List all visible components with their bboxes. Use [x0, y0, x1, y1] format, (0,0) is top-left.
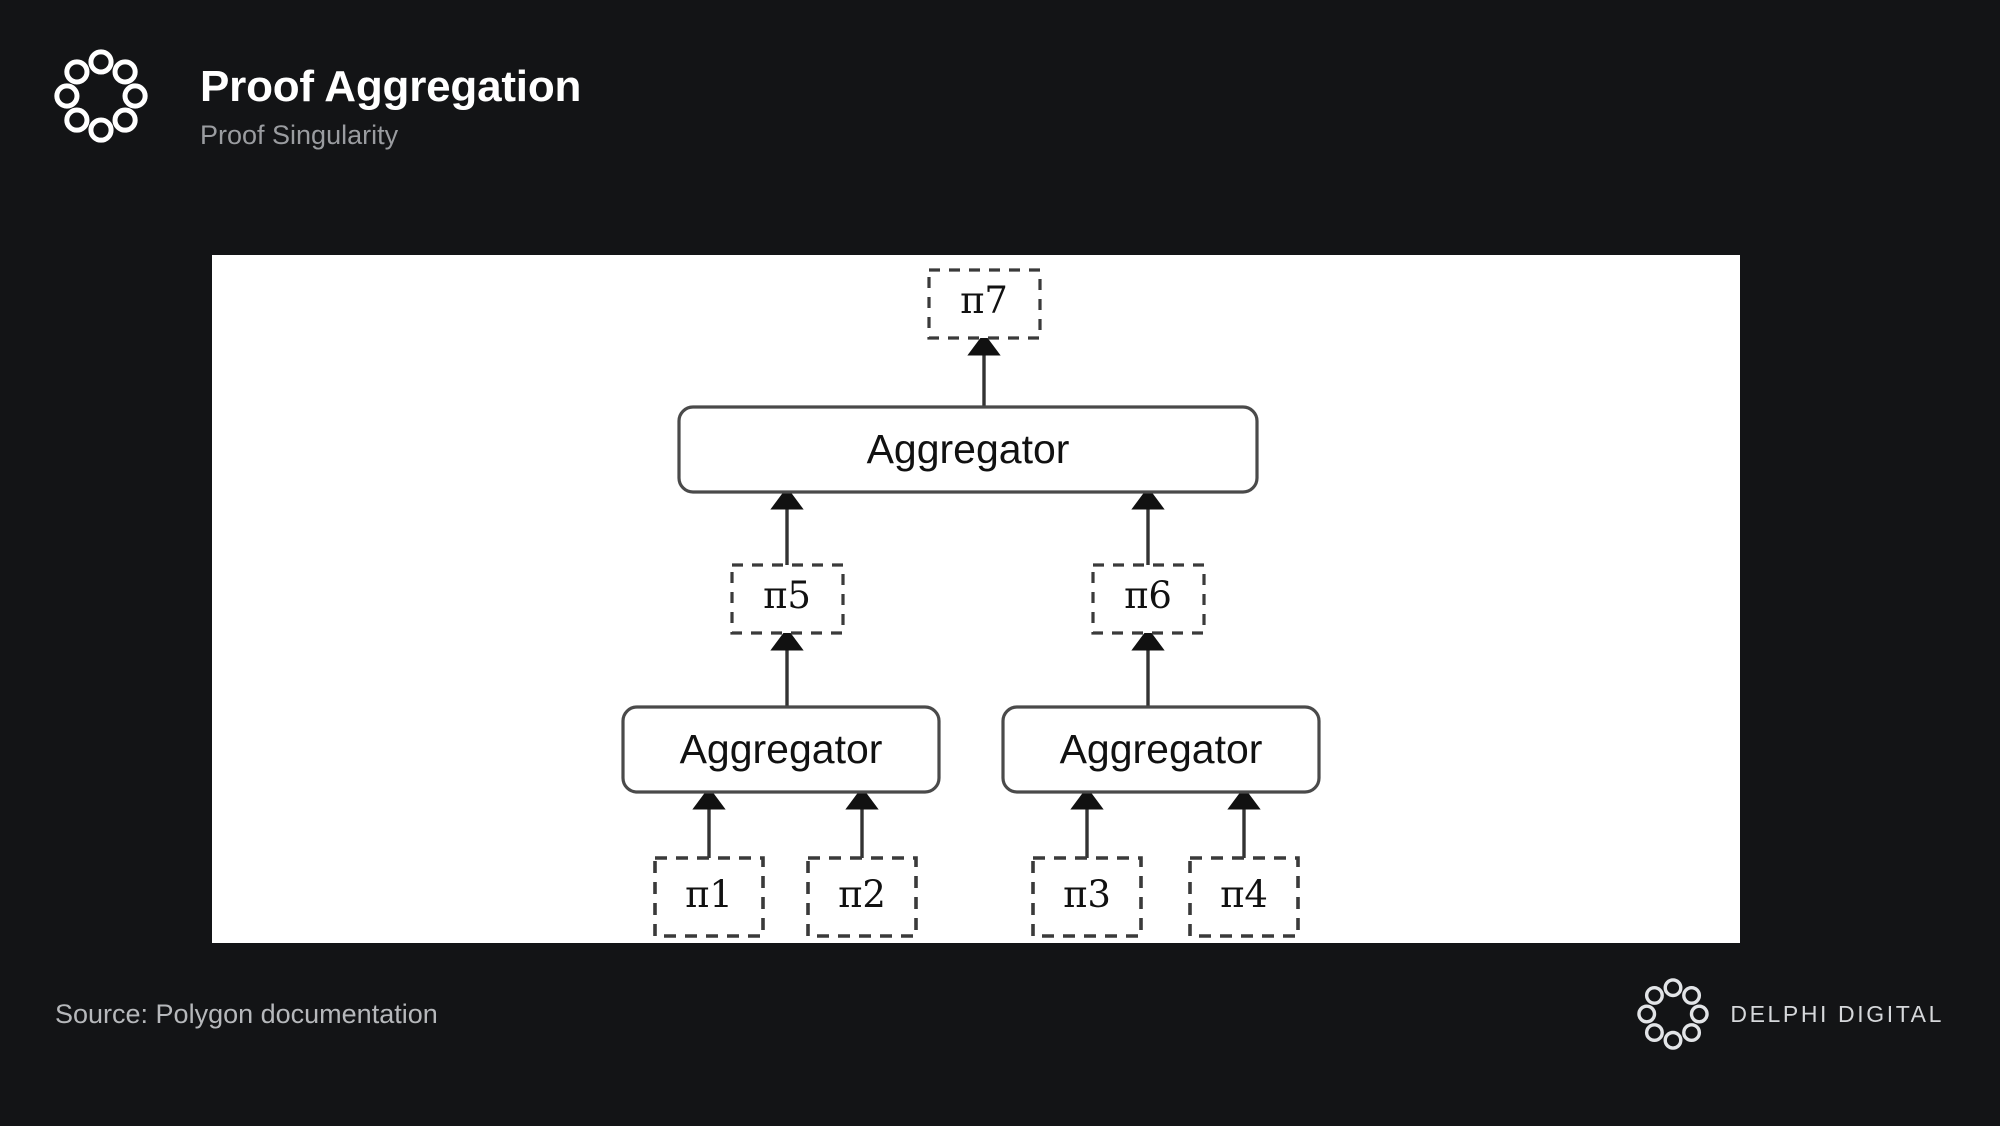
- delphi-brand-mark: DELPHI DIGITAL: [1634, 977, 1944, 1051]
- proof-aggregation-tree-diagram: π7 π5 π6 π1 π2 π3 π4 Aggregator Aggregat…: [621, 268, 1321, 938]
- delphi-wordmark: DELPHI DIGITAL: [1730, 1000, 1944, 1027]
- proof-node-pi5-label: π5: [763, 574, 811, 617]
- slide-footer: Source: Polygon documentation DELPHI DIG…: [0, 943, 2000, 1126]
- diagram-panel: π7 π5 π6 π1 π2 π3 π4 Aggregator Aggregat…: [212, 255, 1740, 943]
- proof-node-pi2-label: π2: [838, 873, 886, 916]
- aggregator-node-top-box[interactable]: [677, 405, 1259, 494]
- header-text-block: Proof Aggregation Proof Singularity: [200, 62, 581, 151]
- aggregator-node-left-box[interactable]: [621, 705, 941, 794]
- proof-node-pi4-label: π4: [1220, 873, 1268, 916]
- page-title: Proof Aggregation: [200, 62, 582, 111]
- proof-node-pi1-label: π1: [685, 873, 733, 916]
- proof-node-pi6-box[interactable]: [1091, 563, 1206, 635]
- aggregator-node-right-box[interactable]: [1001, 705, 1321, 794]
- slide-header: Proof Aggregation Proof Singularity: [0, 0, 2000, 255]
- proof-node-pi5-box[interactable]: [730, 563, 845, 635]
- proof-node-pi7-box[interactable]: [927, 268, 1042, 340]
- delphi-knot-logo-icon: [1637, 978, 1710, 1050]
- proof-node-pi4-box[interactable]: [1188, 856, 1300, 938]
- source-note: Source: Polygon documentation: [55, 999, 438, 1029]
- aggregator-node-left-label: Aggregator: [680, 726, 883, 772]
- proof-node-pi3-label: π3: [1063, 873, 1111, 916]
- aggregator-node-top-label: Aggregator: [867, 426, 1070, 472]
- delphi-knot-logo-icon: [54, 49, 148, 143]
- proof-node-pi1-box[interactable]: [653, 856, 765, 938]
- proof-node-pi6-label: π6: [1124, 574, 1172, 617]
- proof-node-pi7-label: π7: [960, 279, 1008, 322]
- page-subtitle: Proof Singularity: [200, 120, 399, 151]
- aggregator-node-right-label: Aggregator: [1060, 726, 1263, 772]
- proof-node-pi3-box[interactable]: [1031, 856, 1143, 938]
- proof-node-pi2-box[interactable]: [806, 856, 918, 938]
